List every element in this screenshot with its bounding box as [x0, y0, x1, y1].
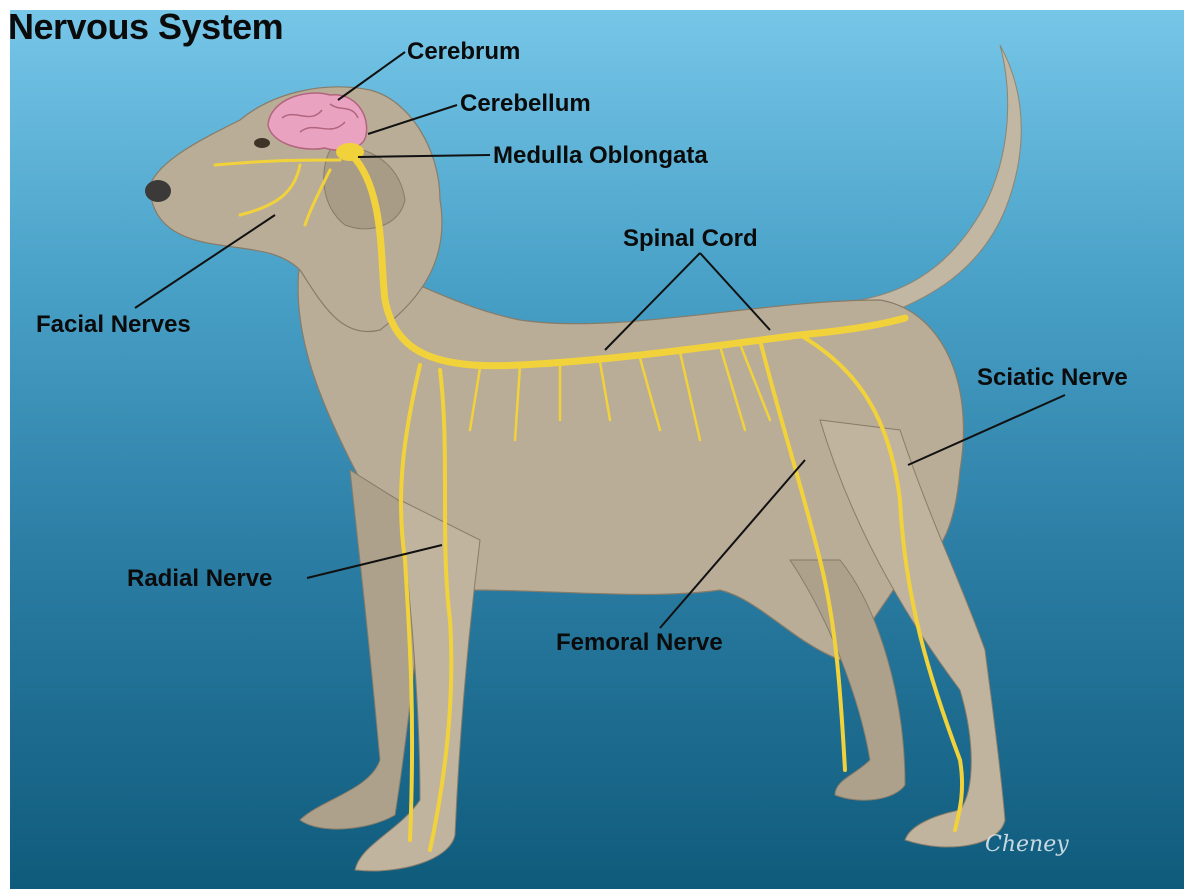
label-facial-nerves: Facial Nerves — [36, 311, 191, 339]
label-cerebellum: Cerebellum — [460, 90, 591, 118]
diagram-title: Nervous System — [8, 6, 283, 48]
label-cerebrum: Cerebrum — [407, 38, 520, 66]
cerebrum-shape — [268, 93, 367, 150]
label-medulla-oblongata: Medulla Oblongata — [493, 142, 708, 170]
label-radial-nerve: Radial Nerve — [127, 565, 272, 593]
cerebellum-shape — [336, 143, 364, 161]
dog-nose — [145, 180, 171, 202]
artist-signature: Cheney — [985, 832, 1069, 857]
label-spinal-cord: Spinal Cord — [623, 225, 758, 253]
dog-tail — [860, 45, 1021, 320]
label-femoral-nerve: Femoral Nerve — [556, 629, 723, 657]
dog-eye — [254, 138, 270, 148]
label-sciatic-nerve: Sciatic Nerve — [977, 364, 1128, 392]
